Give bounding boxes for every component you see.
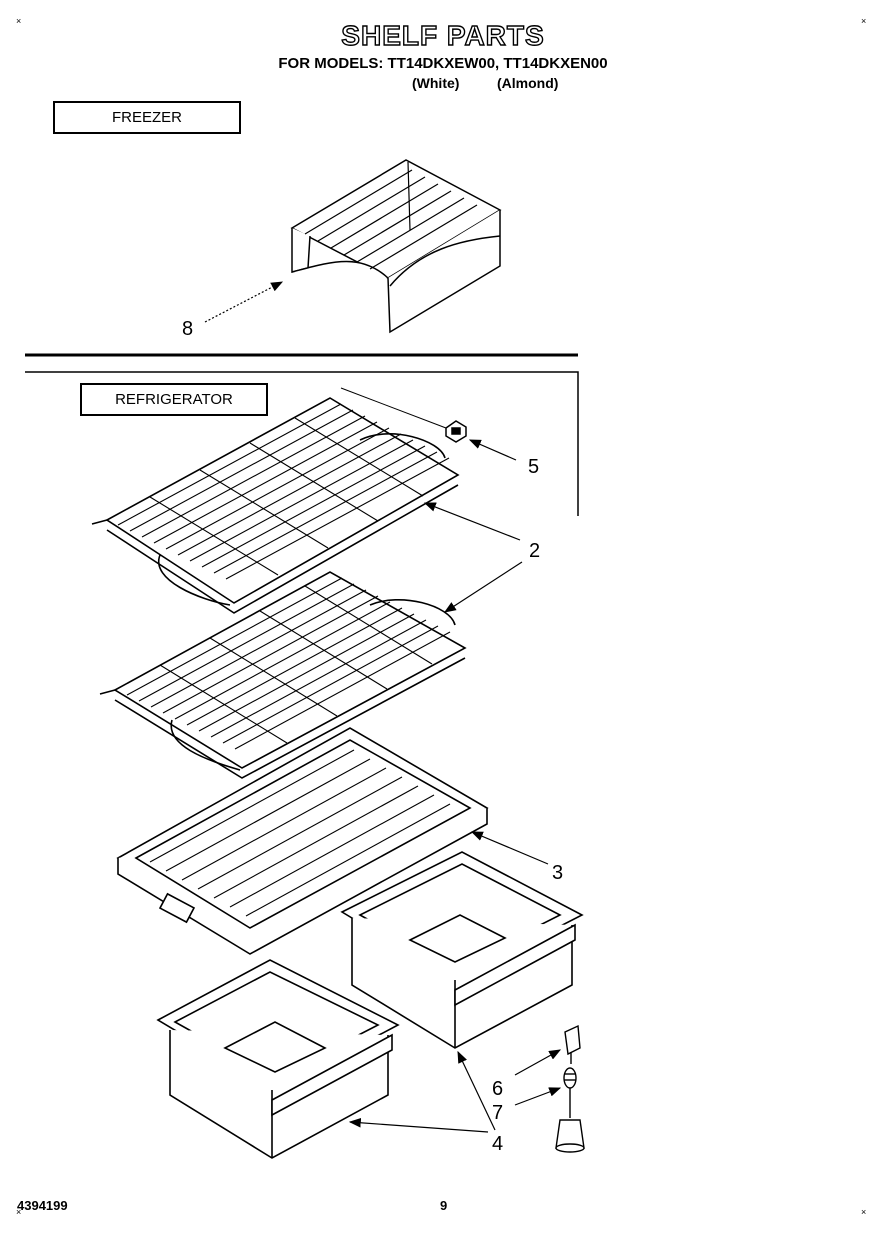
leader-line-2-lower xyxy=(443,561,523,613)
freezer-section-label: FREEZER xyxy=(53,101,241,134)
leader-line-4-right xyxy=(457,1050,496,1131)
leader-line-3 xyxy=(470,831,549,865)
leader-line-5 xyxy=(468,439,517,461)
leader-line-7 xyxy=(514,1087,562,1106)
page-title: SHELF PARTS xyxy=(341,19,545,51)
corner-mark-bottom-right: × xyxy=(861,1207,867,1217)
wire-shelf-part-2-upper xyxy=(91,397,460,614)
leader-line-2-upper xyxy=(423,502,521,541)
callout-3: 3 xyxy=(552,862,564,884)
corner-mark-bottom-left: × xyxy=(16,1207,22,1217)
document-number: 4394199 xyxy=(17,1198,68,1213)
wire-shelf-part-2-lower xyxy=(99,571,467,779)
cap-guide-line xyxy=(340,387,447,429)
model-numbers: FOR MODELS: TT14DKXEW00, TT14DKXEN00 xyxy=(278,55,608,72)
corner-mark-top-left: × xyxy=(16,16,22,26)
freezer-shelf-part-8 xyxy=(290,159,502,334)
corner-mark-top-right: × xyxy=(861,16,867,26)
callout-2: 2 xyxy=(529,540,541,562)
crisper-drawer-part-4-left xyxy=(156,959,400,1159)
callout-6: 6 xyxy=(492,1078,504,1100)
color-white-label: (White) xyxy=(412,75,460,91)
crisper-cover-part-3 xyxy=(116,727,489,955)
color-almond-label: (Almond) xyxy=(497,75,559,91)
page-number: 9 xyxy=(440,1198,448,1213)
shelf-end-cap-part-5 xyxy=(445,420,467,443)
callout-8: 8 xyxy=(182,318,194,340)
leader-line-4-left xyxy=(348,1117,489,1133)
callout-4: 4 xyxy=(492,1133,504,1155)
leveling-screw-part-6-7 xyxy=(555,1024,585,1153)
refrigerator-section-label: REFRIGERATOR xyxy=(80,383,268,416)
callout-7: 7 xyxy=(492,1102,504,1124)
callout-5: 5 xyxy=(528,456,540,478)
crisper-drawer-part-4-right xyxy=(340,851,584,1049)
leader-line-8 xyxy=(204,281,284,323)
refrigerator-section-frame xyxy=(25,371,579,516)
leader-line-6 xyxy=(514,1049,562,1076)
